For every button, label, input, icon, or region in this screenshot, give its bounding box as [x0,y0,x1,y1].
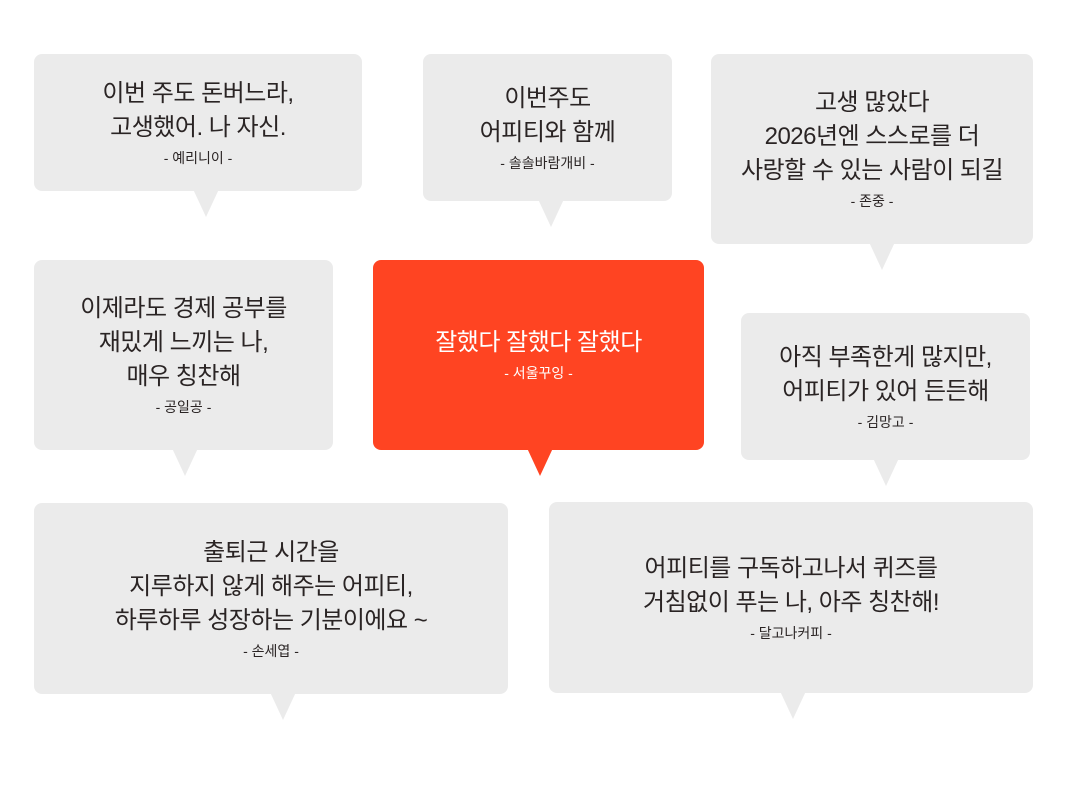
message-line: 매우 칭찬해 [126,363,241,390]
message-bubble-2: 이번주도 어피티와 함께 - 솔솔바람개비 - [423,54,672,227]
bubble-tail [193,189,219,217]
message-line: 거침없이 푸는 나, 아주 칭찬해! [643,588,939,616]
bubble-tail [538,199,564,227]
message-line: 출퇴근 시간을 [203,538,339,566]
message-bubble-8: 어피티를 구독하고나서 퀴즈를 거침없이 푸는 나, 아주 칭찬해! - 달고나… [549,502,1033,719]
message-line: 이번 주도 돈버느라, [102,79,294,107]
bubble-tail [270,692,296,720]
message-line: 재밌게 느끼는 나, [98,329,269,356]
message-bubble-6: 아직 부족한게 많지만, 어피티가 있어 든든해 - 김망고 - [741,313,1030,486]
message-line: 하루하루 성장하는 기분이에요 ~ [114,606,428,634]
message-author: - 김망고 - [857,413,914,430]
message-line: 2026년엔 스스로를 더 [764,123,980,150]
bubble-tail [172,448,198,476]
message-bubble-7: 출퇴근 시간을 지루하지 않게 해주는 어피티, 하루하루 성장하는 기분이에요… [34,503,508,720]
message-line: 고생 많았다 [814,89,930,116]
message-author: - 예리니이 - [163,149,233,166]
message-line: 아직 부족한게 많지만, [779,343,992,371]
message-bubble-3: 고생 많았다 2026년엔 스스로를 더 사랑할 수 있는 사람이 되길 - 존… [711,54,1033,270]
message-bubble-1: 이번 주도 돈버느라, 고생했어. 나 자신. - 예리니이 - [34,54,362,217]
message-author: - 솔솔바람개비 - [500,154,595,171]
message-line: 지루하지 않게 해주는 어피티, [129,572,413,600]
message-line: 고생했어. 나 자신. [110,113,286,141]
bubble-tail [780,691,806,719]
highlight-message-bubble: 잘했다 잘했다 잘했다 - 서울꾸잉 - [373,260,704,476]
message-line: 어피티가 있어 든든해 [782,377,989,405]
bubble-tail [527,448,553,476]
message-line: 어피티와 함께 [479,118,616,146]
message-author: - 존중 - [850,193,894,209]
message-line: 이번주도 [504,84,591,112]
message-line: 사랑할 수 있는 사람이 되길 [740,157,1004,184]
message-author: - 서울꾸잉 - [504,365,573,381]
message-bubble-4: 이제라도 경제 공부를 재밌게 느끼는 나, 매우 칭찬해 - 공일공 - [34,260,333,476]
bubble-tail [869,242,895,270]
message-author: - 공일공 - [155,399,212,415]
message-line: 어피티를 구독하고나서 퀴즈를 [644,554,938,582]
bubble-tail [873,458,899,486]
message-line: 이제라도 경제 공부를 [80,295,287,322]
message-line: 잘했다 잘했다 잘했다 [435,329,642,356]
message-author: - 손세엽 - [243,642,299,659]
message-author: - 달고나커피 - [750,624,832,641]
